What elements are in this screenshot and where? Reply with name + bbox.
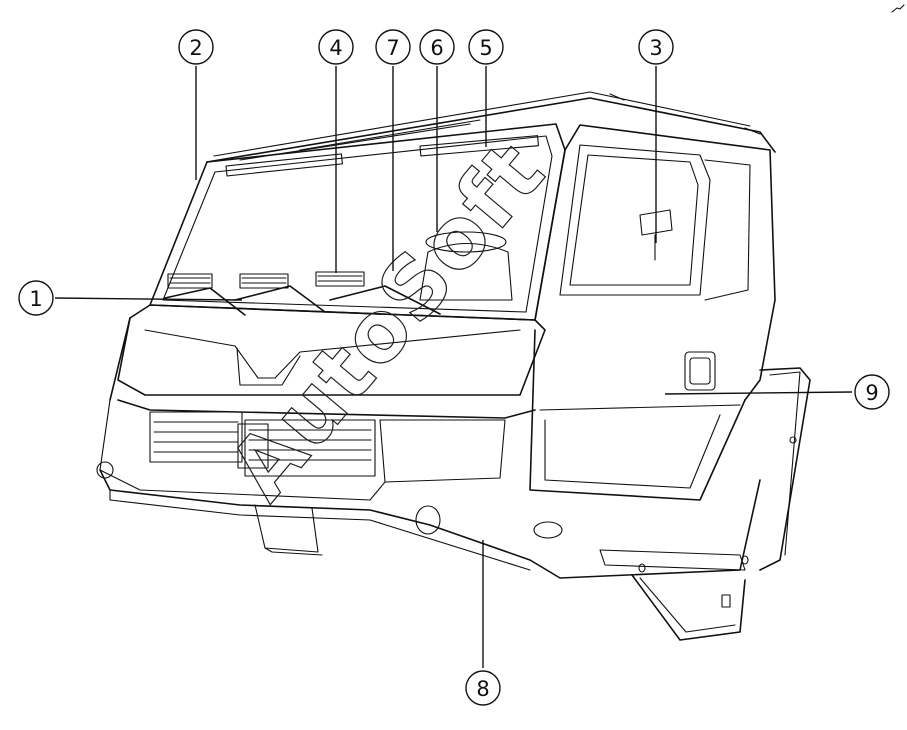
- callouts: 2 4 7 6 5 3 1 9: [18, 29, 890, 706]
- callout-8: 8: [465, 670, 501, 706]
- callout-1-label: 1: [29, 287, 42, 311]
- callout-3: 3: [638, 29, 674, 65]
- callout-6-label: 6: [430, 36, 443, 60]
- callout-6: 6: [419, 29, 455, 65]
- callout-2: 2: [178, 29, 214, 65]
- callout-9-label: 9: [865, 381, 878, 405]
- callout-5: 5: [468, 29, 504, 65]
- callout-9: 9: [854, 374, 890, 410]
- callout-4-label: 4: [329, 36, 342, 60]
- leader-lines: [54, 66, 853, 668]
- autosoft-watermark: AutoSoft: [210, 122, 565, 518]
- callout-5-label: 5: [479, 36, 492, 60]
- callout-2-label: 2: [189, 36, 202, 60]
- corner-mark: [891, 4, 905, 13]
- callout-8-label: 8: [476, 677, 489, 701]
- leader-1: [54, 297, 243, 301]
- callout-1: 1: [18, 280, 54, 316]
- watermark-text: AutoSoft: [210, 123, 564, 518]
- callout-4: 4: [318, 29, 354, 65]
- callout-7-label: 7: [386, 36, 399, 60]
- truck-cab-drawing: [96, 91, 811, 641]
- leader-9: [664, 391, 853, 395]
- callout-3-label: 3: [649, 36, 662, 60]
- callout-7: 7: [375, 29, 411, 65]
